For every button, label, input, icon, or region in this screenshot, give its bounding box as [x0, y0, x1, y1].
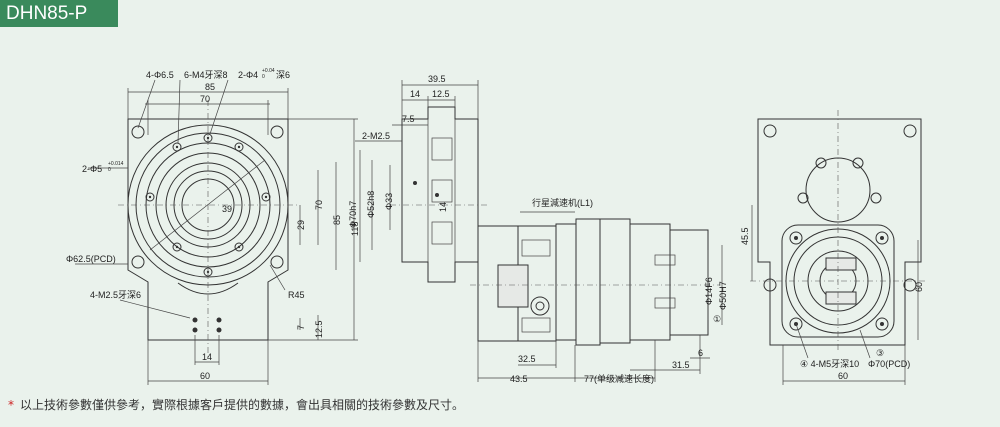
footnote-text: 以上技術參數僅供參考，實際根據客戶提供的數據，會出具相關的技術參數及尺寸。 [20, 398, 465, 412]
label-planetary: 行星減速机(L1) [532, 197, 593, 208]
label-pcd: Φ62.5(PCD) [66, 254, 116, 264]
label-circle1: ① [713, 314, 721, 324]
dim-39: 39 [222, 204, 232, 214]
label-phi70-pcd: Φ70(PCD) [868, 359, 910, 369]
footnote-mark: * [8, 398, 14, 412]
dim-12-5: 12.5 [314, 320, 324, 338]
dim-60v: 60 [914, 282, 924, 292]
dim-14v: 14 [438, 202, 448, 212]
dim-39-5: 39.5 [428, 74, 446, 84]
dim-29: 29 [296, 220, 306, 230]
dim-85v: 85 [332, 215, 342, 225]
label-4-m25: 4-M2.5牙深6 [90, 290, 141, 300]
label-2-phi5: 2-Φ5 [82, 164, 102, 174]
dim-118: 118 [350, 222, 360, 236]
dim-70v: 70 [314, 200, 324, 210]
label-2-phi4: 2-Φ4 [238, 70, 258, 80]
dim-43-5: 43.5 [510, 374, 528, 384]
label-phi14f6: Φ14F6 [704, 277, 714, 305]
label-phi33: Φ33 [384, 193, 394, 210]
label-2-phi4-depth: 深6 [276, 70, 290, 80]
footnote: * 以上技術參數僅供參考，實際根據客戶提供的數據，會出具相關的技術參數及尺寸。 [8, 396, 464, 413]
dim-32-5: 32.5 [518, 354, 536, 364]
side-view: 39.5 14 12.5 7.5 2-M2.5 Φ70h7 Φ52h8 Φ33 … [348, 74, 490, 283]
label-2-phi5-tol: +0.014 [108, 161, 124, 167]
dim-60h: 60 [838, 371, 848, 381]
page-title: DHN85-P [0, 0, 118, 27]
label-phi50h7: Φ50H7 [718, 281, 728, 310]
dim-85: 85 [205, 82, 215, 92]
label-2-m25: 2-M2.5 [362, 131, 390, 141]
label-circle3: ③ [876, 348, 884, 358]
dim-31-5: 31.5 [672, 360, 690, 370]
label-2-phi4-tol0: 0 [262, 74, 265, 80]
label-2-phi4-tol: +0.04 [262, 68, 275, 74]
dim-12-5s: 12.5 [432, 89, 450, 99]
dim-7-5: 7.5 [402, 114, 415, 124]
label-4-phi65: 4-Φ6.5 [146, 70, 174, 80]
label-4-m5: ④ 4-M5牙深10 [800, 359, 859, 369]
label-r45: R45 [288, 290, 305, 300]
dim-6: 6 [698, 348, 703, 358]
front-view: 85 70 60 14 39 4-Φ6.5 6-M4牙深8 2-Φ4 +0.04… [66, 68, 360, 385]
dim-60: 60 [200, 371, 210, 381]
reducer-view: 行星減速机(L1) 32.5 43.5 77(单级减速长度) 31.5 6 Φ1… [470, 197, 728, 384]
dim-14s: 14 [410, 89, 420, 99]
dim-45-5: 45.5 [740, 227, 750, 245]
dim-14: 14 [202, 352, 212, 362]
end-view: 45.5 60 60 ④ 4-M5牙深10 Φ70(PCD) ③ [740, 110, 928, 385]
dim-7: 7 [296, 325, 306, 330]
label-2-phi5-tol0: 0 [108, 167, 111, 173]
label-6-m4: 6-M4牙深8 [184, 70, 228, 80]
label-phi52h8: Φ52h8 [366, 191, 376, 218]
dim-77: 77(单级减速长度) [584, 373, 654, 384]
dim-70: 70 [200, 94, 210, 104]
label-phi70h7: Φ70h7 [348, 201, 358, 228]
